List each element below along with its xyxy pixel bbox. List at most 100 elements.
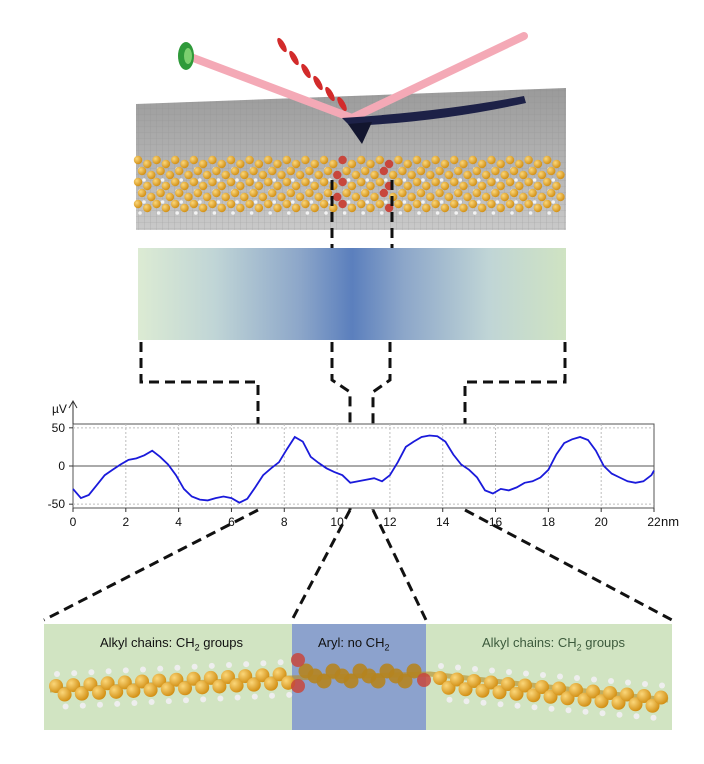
hydrogen-atom <box>365 178 370 182</box>
surface-atom <box>496 181 505 191</box>
carbon-atom <box>126 683 141 698</box>
carbon-atom <box>603 686 617 700</box>
carbon-atom <box>160 682 175 697</box>
alkyl-left-label: Alkyl chains: CH2 groups <box>100 635 243 653</box>
hydrogen-atom <box>260 660 267 667</box>
hydrogen-atom <box>402 178 407 182</box>
surface-atom <box>519 170 528 180</box>
surface-atom <box>240 192 249 202</box>
surface-atom <box>351 192 361 202</box>
hydrogen-atom <box>591 676 597 683</box>
surface-atom <box>375 155 384 165</box>
hydrogen-atom <box>458 178 463 182</box>
surface-atom <box>472 188 481 198</box>
surface-atom <box>435 166 444 176</box>
hydrogen-atom <box>174 664 181 671</box>
surface-atom <box>338 155 347 165</box>
hydrogen-atom <box>625 679 631 686</box>
hydrogen-atom <box>463 698 470 705</box>
hydrogen-atom <box>231 211 235 215</box>
surface-atom <box>537 192 547 202</box>
surface-atom <box>171 177 180 187</box>
hydrogen-atom <box>217 695 224 702</box>
carbon-atom <box>654 690 668 705</box>
hydrogen-atom <box>435 211 440 215</box>
surface-atom <box>249 166 258 176</box>
hydrogen-atom <box>398 211 403 215</box>
surface-atom <box>459 181 468 191</box>
hydrogen-atom <box>160 200 165 204</box>
aryl-sub: 2 <box>384 642 390 653</box>
surface-atom <box>184 192 193 202</box>
surface-atom <box>357 177 366 187</box>
surface-atom <box>515 181 524 191</box>
surface-atom <box>394 177 403 187</box>
hydrogen-atom <box>157 665 164 672</box>
hydrogen-atom <box>557 673 563 680</box>
hydrogen-atom <box>582 708 589 715</box>
carbon-atom <box>135 674 149 689</box>
carbon-atom <box>74 686 89 701</box>
surface-atom <box>450 199 459 209</box>
surface-atom <box>226 177 236 187</box>
hydrogen-atom <box>216 200 221 204</box>
surface-atom <box>217 159 226 169</box>
surface-atom <box>156 166 165 176</box>
surface-atom <box>295 192 305 202</box>
hydrogen-atom <box>514 702 521 709</box>
surface-atom <box>305 166 314 176</box>
surface-atom <box>472 166 481 176</box>
hydrogen-atom <box>142 200 146 204</box>
hydrogen-atom <box>599 710 606 717</box>
surface-atom <box>403 181 412 191</box>
hydrogen-atom <box>346 178 351 182</box>
hydrogen-atom <box>473 211 477 215</box>
surface-atom <box>202 170 212 180</box>
surface-atom <box>143 181 152 191</box>
hydrogen-atom <box>454 211 459 215</box>
surface-atom <box>295 170 305 180</box>
hydrogen-atom <box>608 678 614 684</box>
surface-atom <box>221 170 230 180</box>
surface-atom <box>416 166 426 176</box>
hydrogen-atom <box>194 211 198 215</box>
surface-atom <box>319 155 329 165</box>
oxygen-atom <box>291 653 305 667</box>
surface-atom <box>161 203 171 213</box>
surface-atom <box>487 155 496 165</box>
surface-atom <box>133 177 143 187</box>
surface-atom <box>533 203 543 213</box>
surface-atom <box>236 203 245 213</box>
surface-atom <box>468 199 477 209</box>
surface-atom <box>152 155 161 165</box>
carbon-atom <box>49 679 63 693</box>
carbon-atom <box>178 681 192 696</box>
surface-atom <box>463 170 472 180</box>
surface-atom <box>454 166 463 176</box>
hydrogen-atom <box>160 178 165 182</box>
carbon-atom <box>255 668 270 683</box>
hydrogen-atom <box>361 211 366 215</box>
surface-atom <box>481 192 491 202</box>
y-tick-label: 50 <box>52 421 66 435</box>
surface-atom <box>273 159 282 169</box>
aryl-atom <box>406 663 422 679</box>
carbon-atom <box>501 677 515 691</box>
aryl-atom <box>397 673 413 689</box>
laser-beam-incident <box>184 52 356 122</box>
surface-atom <box>375 177 384 187</box>
surface-atom <box>468 177 477 187</box>
hydrogen-atom <box>105 668 112 675</box>
carbon-atom <box>169 672 184 687</box>
hydrogen-atom <box>548 705 555 712</box>
carbon-atom <box>57 687 72 702</box>
surface-atom <box>342 166 351 176</box>
hydrogen-atom <box>402 200 407 204</box>
surface-atom <box>412 199 422 209</box>
surface-atom <box>249 188 258 198</box>
surface-atom <box>310 203 319 213</box>
surface-atom <box>481 170 491 180</box>
surface-atom <box>319 177 329 187</box>
hydrogen-atom <box>198 200 202 204</box>
surface-atom <box>412 177 422 187</box>
